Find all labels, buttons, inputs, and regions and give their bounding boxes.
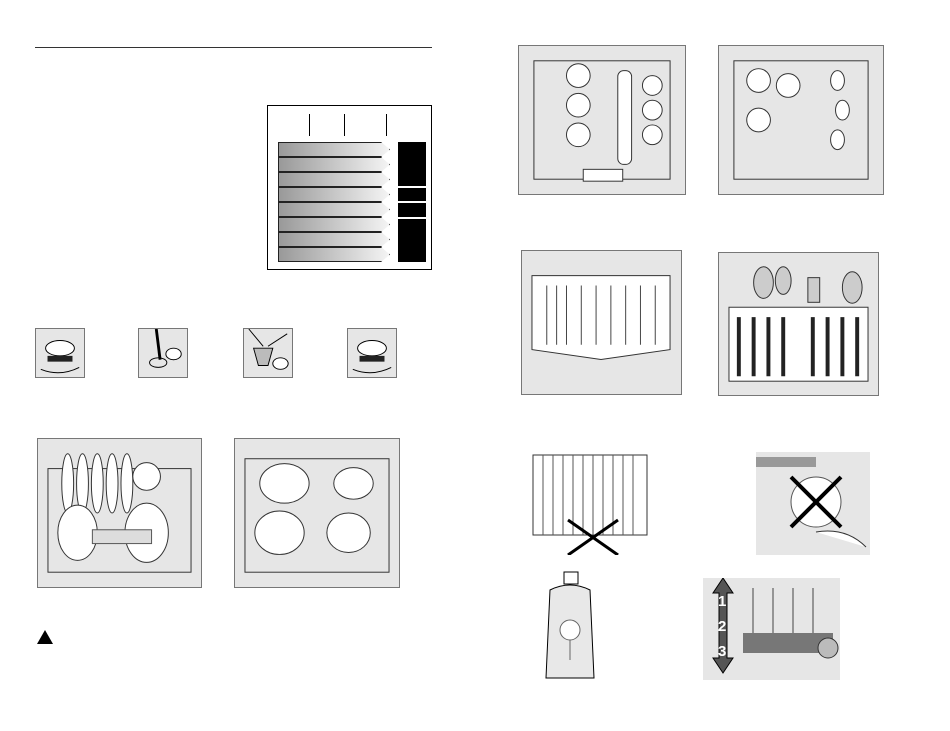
chart-bar <box>278 202 390 217</box>
chart-bar <box>278 187 390 202</box>
filter-step-2-image <box>138 328 188 378</box>
lower-rack-plates-image <box>37 438 202 588</box>
header-rule <box>35 47 432 48</box>
rack-no-placement-image <box>528 450 652 557</box>
filter-step-3-image <box>243 328 293 378</box>
setting-chart <box>267 105 432 270</box>
level-1-label: 1 <box>718 593 727 610</box>
chart-bar <box>278 157 390 172</box>
level-3-label: 3 <box>718 643 727 660</box>
chart-bar <box>278 232 390 247</box>
chart-bar <box>278 172 390 187</box>
chart-block <box>398 203 426 217</box>
rinse-aid-bottle-image <box>538 570 602 682</box>
upper-rack-cups-image <box>518 45 686 195</box>
chart-block <box>398 142 426 186</box>
chart-block <box>398 188 426 201</box>
chart-bar <box>278 247 390 262</box>
chart-tick <box>386 114 387 136</box>
rack-height-adjuster-image: 1 2 3 <box>703 578 840 680</box>
cutlery-basket-image <box>718 252 879 396</box>
no-hand-rinse-image <box>756 452 870 555</box>
filter-step-1-image <box>35 328 85 378</box>
chart-tick <box>309 114 310 136</box>
filter-step-4-image <box>347 328 397 378</box>
lower-rack-pots-image <box>234 438 400 588</box>
chart-block <box>398 219 426 262</box>
chart-bar <box>278 217 390 232</box>
level-2-label: 2 <box>718 618 727 635</box>
chart-bar <box>278 142 390 157</box>
chart-tick <box>344 114 345 136</box>
cutlery-drawer-image <box>521 250 682 395</box>
upper-rack-glasses-image <box>718 45 884 195</box>
warning-icon <box>37 630 53 644</box>
